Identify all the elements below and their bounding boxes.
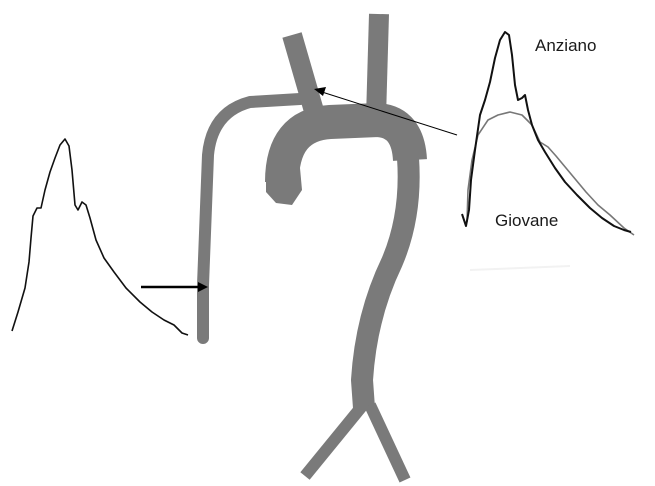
elderly-pressure-waveform bbox=[462, 32, 631, 232]
iliac-artery-left bbox=[305, 405, 363, 476]
elderly-waveform-label: Anziano bbox=[535, 36, 596, 56]
scan-artifact bbox=[470, 266, 570, 270]
iliac-artery-right bbox=[370, 405, 405, 480]
peripheral-pressure-waveform bbox=[12, 139, 188, 335]
carotid-artery-left bbox=[292, 35, 316, 118]
aortic-arch bbox=[282, 120, 410, 182]
descending-aorta bbox=[362, 158, 409, 408]
carotid-artery-right bbox=[376, 14, 379, 118]
young-waveform-label: Giovane bbox=[495, 211, 558, 231]
